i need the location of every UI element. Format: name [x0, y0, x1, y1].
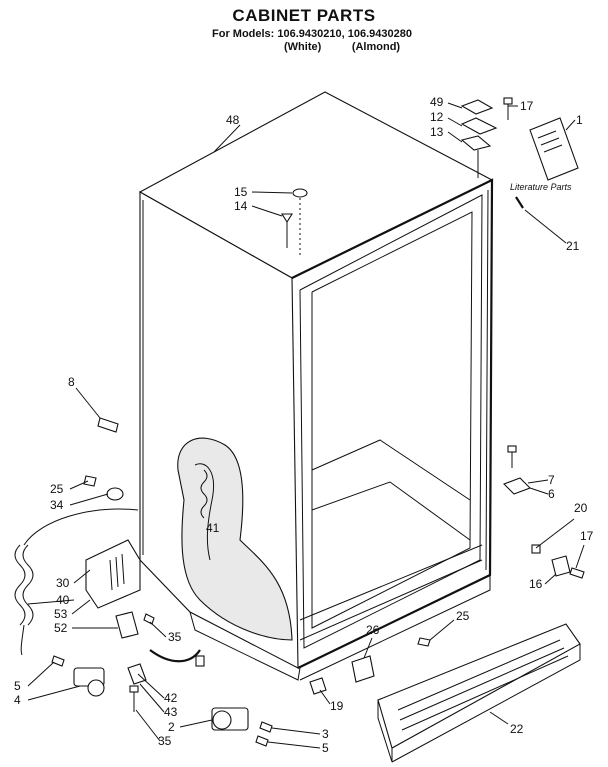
- callout-25b: 25: [456, 609, 470, 623]
- part-7-screw: [507, 445, 517, 468]
- callout-34: 34: [50, 498, 64, 512]
- callout-4: 4: [14, 693, 21, 707]
- part-53-relay-cover: [85, 539, 141, 609]
- part-20-clip: [531, 544, 541, 554]
- callout-49: 49: [430, 95, 444, 109]
- cabinet-shell: [138, 91, 494, 681]
- part-17-screw-right: [569, 567, 585, 579]
- callout-26: 26: [366, 623, 380, 637]
- callout-labels: 49 17 12 13 1 48 Literature Parts 15 14 …: [14, 95, 594, 755]
- page-title: CABINET PARTS: [232, 6, 376, 25]
- leader-lines: [27, 102, 585, 749]
- callout-40: 40: [56, 593, 70, 607]
- callout-35: 35: [168, 630, 182, 644]
- part-42-tube: [149, 649, 205, 667]
- callout-5: 5: [14, 679, 21, 693]
- part-26-bracket: [351, 655, 375, 683]
- callout-48: 48: [226, 113, 240, 127]
- part-2-roller: [211, 707, 249, 731]
- cabinet-cutaway: [177, 437, 293, 641]
- callout-42: 42: [164, 691, 178, 705]
- color-almond: (Almond): [351, 41, 401, 53]
- callout-2: 2: [168, 720, 175, 734]
- part-5-screw-b: [255, 735, 269, 747]
- part-5-screw-a: [51, 655, 65, 667]
- callout-12: 12: [430, 110, 444, 124]
- callout-22: 22: [510, 722, 524, 736]
- part-1-literature: [529, 117, 579, 181]
- callout-7: 7: [548, 473, 555, 487]
- part-43-clamp: [127, 663, 147, 685]
- callout-13: 13: [430, 125, 444, 139]
- part-41-tube: [200, 469, 208, 519]
- part-52-bracket: [115, 611, 139, 639]
- callout-53: 53: [54, 607, 68, 621]
- part-15-cap: [292, 188, 308, 258]
- part-25-screw-left: [83, 475, 97, 487]
- part-17-screw-top: [503, 97, 513, 120]
- callout-5b: 5: [322, 741, 329, 755]
- callout-30: 30: [56, 576, 70, 590]
- callout-14: 14: [234, 199, 248, 213]
- part-4-roller: [73, 667, 105, 697]
- callout-52: 52: [54, 621, 68, 635]
- callout-6: 6: [548, 487, 555, 501]
- callout-17b: 17: [580, 529, 594, 543]
- part-3-screw: [259, 721, 273, 733]
- color-white: (White): [284, 41, 322, 53]
- callout-43: 43: [164, 705, 178, 719]
- top-hinge-assembly: [460, 99, 498, 178]
- literature-parts-label: Literature Parts: [510, 182, 572, 192]
- part-14-screw: [281, 213, 293, 248]
- callout-15: 15: [234, 185, 248, 199]
- part-35-screw-b: [129, 685, 139, 712]
- part-19-clip: [309, 677, 327, 695]
- callout-16: 16: [529, 577, 543, 591]
- callout-35b: 35: [158, 734, 172, 748]
- model-colors: (White) (Almond): [284, 41, 400, 53]
- part-16-hinge: [551, 555, 571, 577]
- callout-3: 3: [322, 727, 329, 741]
- model-numbers: For Models: 106.9430210, 106.9430280: [212, 28, 412, 40]
- callout-21: 21: [566, 239, 580, 253]
- callout-1: 1: [576, 113, 583, 127]
- callout-17: 17: [520, 99, 534, 113]
- part-8-screw: [97, 417, 119, 433]
- part-22-grille: [377, 623, 581, 763]
- callout-19: 19: [330, 699, 344, 713]
- part-6-bracket: [503, 477, 531, 495]
- diagram-header: CABINET PARTS For Models: 106.9430210, 1…: [0, 0, 608, 90]
- callout-25: 25: [50, 482, 64, 496]
- callout-20: 20: [574, 501, 588, 515]
- part-21-pin: [515, 196, 524, 209]
- part-35-screw-a: [143, 613, 155, 625]
- callout-8: 8: [68, 375, 75, 389]
- part-30-power-cord: [14, 508, 139, 656]
- part-34-grommet: [106, 487, 124, 501]
- part-25-screw-right: [417, 637, 431, 647]
- callout-41: 41: [206, 521, 220, 535]
